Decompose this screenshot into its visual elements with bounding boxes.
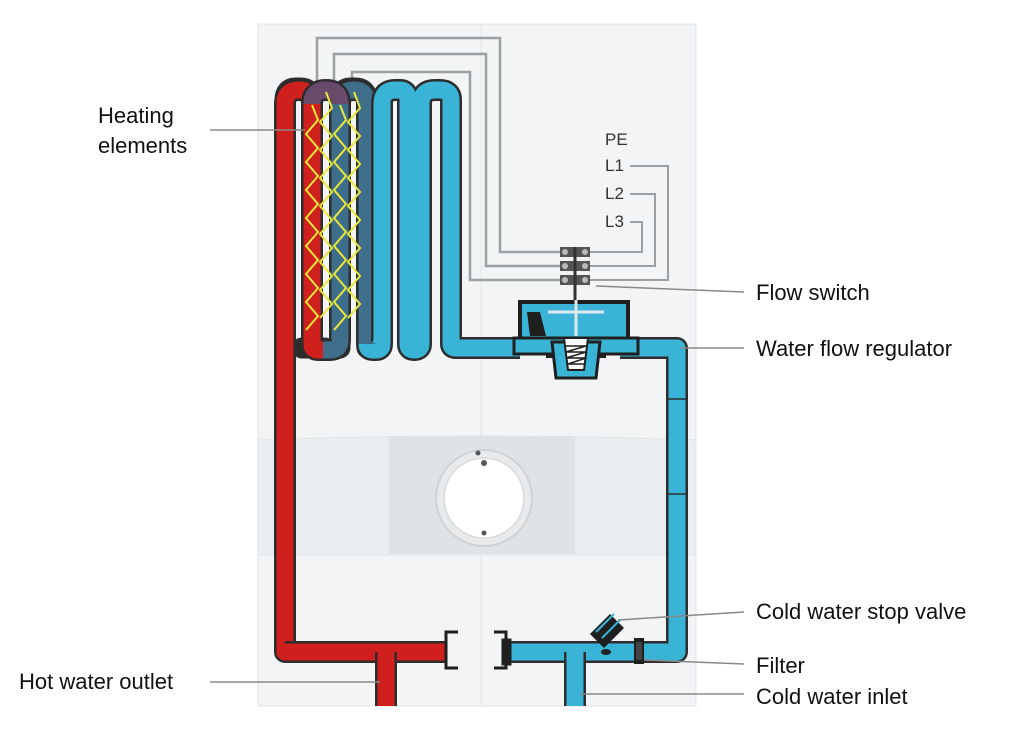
leader-lines: [210, 129, 745, 695]
terminal-l1: L1: [605, 156, 624, 175]
terminal-l2: L2: [605, 184, 624, 203]
label-filter: Filter: [756, 653, 805, 678]
heating-element-pipes: [301, 79, 378, 361]
cold-water-pipe: [356, 79, 688, 706]
cold-water-stop-valve[interactable]: [590, 613, 624, 655]
pipe-connector: [444, 630, 512, 670]
label-heating-elements-2: elements: [98, 133, 188, 158]
terminal-pe: PE: [605, 130, 628, 149]
terminal-wiring: [585, 165, 669, 281]
heating-coils: [304, 91, 362, 331]
filter: [634, 638, 644, 664]
label-cold-water-inlet: Cold water inlet: [756, 684, 908, 709]
label-water-flow-regulator: Water flow regulator: [756, 336, 953, 361]
label-hot-water-outlet: Hot water outlet: [19, 669, 174, 694]
flow-switch: [560, 247, 590, 300]
label-cold-water-stop-valve: Cold water stop valve: [756, 599, 967, 624]
temperature-knob[interactable]: [435, 449, 533, 547]
label-flow-switch: Flow switch: [756, 280, 870, 305]
terminal-l3: L3: [605, 212, 624, 231]
label-heating-elements-1: Heating: [98, 103, 174, 128]
water-flow-regulator: [512, 300, 640, 380]
